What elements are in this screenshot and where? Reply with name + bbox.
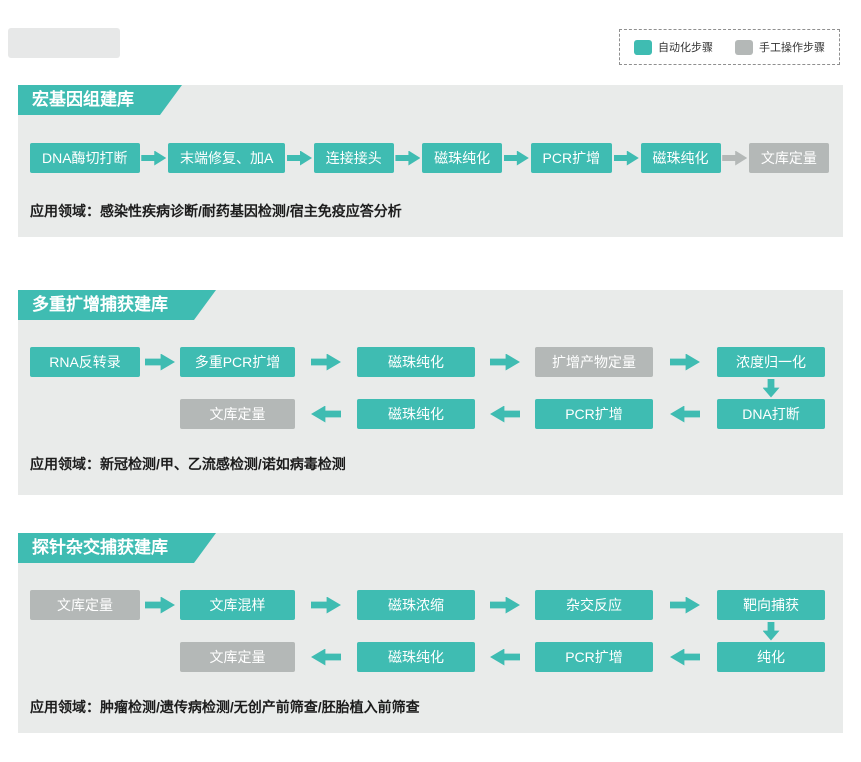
step-box: 扩增产物定量 bbox=[535, 347, 653, 377]
step-box: 末端修复、加A bbox=[167, 143, 286, 173]
arrow-right-icon bbox=[311, 596, 341, 614]
section-title-banner: 探针杂交捕获建库 bbox=[18, 533, 216, 563]
arrow-cell bbox=[295, 641, 357, 673]
arrow-right-icon bbox=[145, 353, 175, 371]
arrow-left-icon bbox=[670, 405, 700, 423]
arrow-right-icon bbox=[311, 353, 341, 371]
step-box: 文库混样 bbox=[180, 590, 295, 620]
arrow-right-icon bbox=[395, 150, 421, 166]
step-box: 磁珠纯化 bbox=[422, 143, 503, 173]
flow-row: DNA酶切打断 末端修复、加A 连接接头 磁珠纯化 PCR扩增 磁珠纯化 文库定… bbox=[30, 143, 829, 173]
arrow-left-icon bbox=[490, 648, 520, 666]
application-text: 应用领域：新冠检测/甲、乙流感检测/诺如病毒检测 bbox=[30, 456, 346, 472]
arrow-right-icon bbox=[490, 596, 520, 614]
arrow-cell bbox=[717, 621, 825, 641]
step-box: 纯化 bbox=[717, 642, 825, 672]
manual-step-swatch bbox=[735, 39, 753, 55]
step-box: DNA酶切打断 bbox=[30, 143, 140, 173]
arrow-right-icon bbox=[722, 150, 748, 166]
arrow-right-icon bbox=[670, 353, 700, 371]
section-probe-hybridization-library: 探针杂交捕获建库 文库定量 文库混样 磁珠浓缩 杂交反应 靶向捕获 文库定量 磁… bbox=[18, 533, 843, 733]
arrow-cell bbox=[295, 398, 357, 430]
arrow-right-icon bbox=[503, 150, 529, 166]
arrow-cell bbox=[140, 346, 180, 378]
legend: 自动化步骤 手工操作步骤 bbox=[619, 29, 840, 65]
section-metagenomic-library: 宏基因组建库 DNA酶切打断 末端修复、加A 连接接头 磁珠纯化 PCR扩增 磁… bbox=[18, 85, 843, 237]
application-text: 应用领域：肿瘤检测/遗传病检测/无创产前筛查/胚胎植入前筛查 bbox=[30, 699, 420, 715]
arrow-cell bbox=[653, 398, 717, 430]
logo-placeholder bbox=[8, 28, 120, 58]
arrow-right-icon bbox=[490, 353, 520, 371]
arrow-cell bbox=[475, 589, 535, 621]
arrow-cell bbox=[717, 378, 825, 398]
arrow-cell bbox=[475, 346, 535, 378]
step-box: 靶向捕获 bbox=[717, 590, 825, 620]
step-box: 多重PCR扩增 bbox=[180, 347, 295, 377]
step-box: 磁珠纯化 bbox=[640, 143, 721, 173]
step-box: 杂交反应 bbox=[535, 590, 653, 620]
step-box: 连接接头 bbox=[313, 143, 394, 173]
step-box: 磁珠浓缩 bbox=[357, 590, 475, 620]
step-box: 文库定量 bbox=[180, 399, 295, 429]
arrow-cell bbox=[475, 641, 535, 673]
flow-grid: RNA反转录 多重PCR扩增 磁珠纯化 扩增产物定量 浓度归一化 文库定量 磁珠… bbox=[30, 346, 825, 430]
legend-label-auto: 自动化步骤 bbox=[658, 42, 713, 54]
step-box: PCR扩增 bbox=[535, 399, 653, 429]
step-box: RNA反转录 bbox=[30, 347, 140, 377]
legend-item-auto: 自动化步骤 bbox=[634, 39, 713, 55]
arrow-cell bbox=[653, 641, 717, 673]
arrow-right-icon bbox=[613, 150, 639, 166]
flow-grid: 文库定量 文库混样 磁珠浓缩 杂交反应 靶向捕获 文库定量 磁珠纯化 PCR扩增… bbox=[30, 589, 825, 673]
legend-item-manual: 手工操作步骤 bbox=[735, 39, 825, 55]
arrow-right-icon bbox=[670, 596, 700, 614]
arrow-cell bbox=[475, 398, 535, 430]
step-box: PCR扩增 bbox=[530, 143, 613, 173]
arrow-cell bbox=[295, 589, 357, 621]
arrow-right-icon bbox=[287, 150, 313, 166]
arrow-down-icon bbox=[762, 621, 780, 641]
section-title-banner: 宏基因组建库 bbox=[18, 85, 182, 115]
step-box: 文库定量 bbox=[748, 143, 829, 173]
step-box: 浓度归一化 bbox=[717, 347, 825, 377]
application-text: 应用领域：感染性疾病诊断/耐药基因检测/宿主免疫应答分析 bbox=[30, 203, 402, 219]
step-box: 文库定量 bbox=[30, 590, 140, 620]
section-multiplex-amplification-library: 多重扩增捕获建库 RNA反转录 多重PCR扩增 磁珠纯化 扩增产物定量 浓度归一… bbox=[18, 290, 843, 495]
arrow-left-icon bbox=[670, 648, 700, 666]
step-box: 磁珠纯化 bbox=[357, 642, 475, 672]
arrow-cell bbox=[295, 346, 357, 378]
step-box: 磁珠纯化 bbox=[357, 399, 475, 429]
step-box: PCR扩增 bbox=[535, 642, 653, 672]
step-box: DNA打断 bbox=[717, 399, 825, 429]
arrow-left-icon bbox=[490, 405, 520, 423]
arrow-right-icon bbox=[141, 150, 167, 166]
auto-step-swatch bbox=[634, 39, 652, 55]
arrow-cell bbox=[653, 346, 717, 378]
arrow-left-icon bbox=[311, 648, 341, 666]
step-box: 磁珠纯化 bbox=[357, 347, 475, 377]
arrow-cell bbox=[653, 589, 717, 621]
arrow-down-icon bbox=[762, 378, 780, 398]
arrow-right-icon bbox=[145, 596, 175, 614]
step-box: 文库定量 bbox=[180, 642, 295, 672]
arrow-left-icon bbox=[311, 405, 341, 423]
legend-label-manual: 手工操作步骤 bbox=[759, 42, 825, 54]
section-title-banner: 多重扩增捕获建库 bbox=[18, 290, 216, 320]
arrow-cell bbox=[140, 589, 180, 621]
